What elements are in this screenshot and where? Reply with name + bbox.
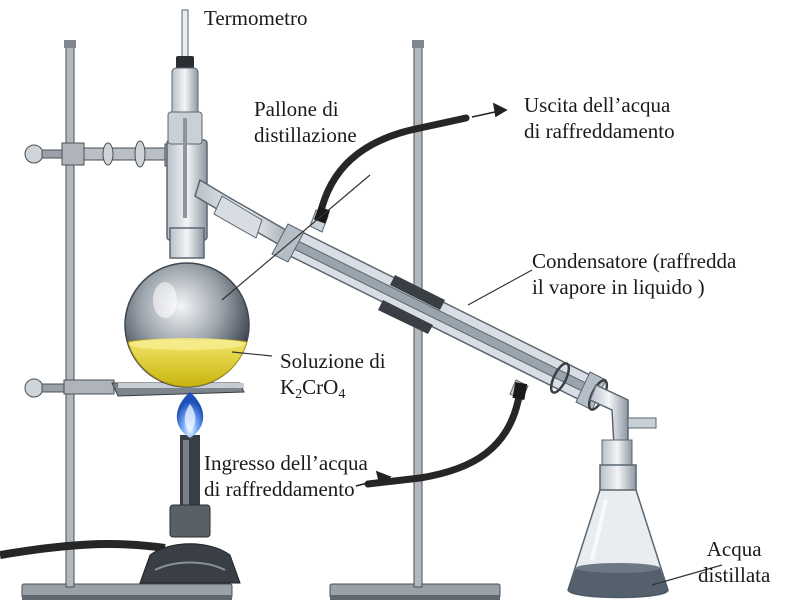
label-flask-line1: Pallone di [254, 97, 339, 121]
receiver-adapter [589, 383, 657, 471]
flow-arrows [355, 102, 508, 487]
label-water-in-line2: di raffreddamento [204, 477, 355, 501]
label-condenser-line2: il vapore in liquido ) [532, 275, 705, 299]
formula-k-subscript: 2 [295, 387, 303, 402]
label-water-out-line2: di raffreddamento [524, 119, 675, 143]
label-solution-formula: K2CrO4 [280, 374, 386, 402]
label-thermometer: Termometro [204, 5, 308, 31]
flame [176, 392, 204, 438]
label-water-inlet: Ingresso dell’acqua di raffreddamento [204, 450, 368, 502]
label-distillation-flask: Pallone di distillazione [254, 96, 357, 148]
distillation-flask [124, 139, 250, 388]
label-distilled-line1: Acqua [706, 537, 762, 561]
label-water-out-line1: Uscita dell’acqua [524, 93, 671, 117]
label-solution: Soluzione di K2CrO4 [280, 348, 386, 402]
label-water-outlet: Uscita dell’acqua di raffreddamento [524, 92, 675, 144]
leader-lines [221, 174, 723, 586]
label-solution-line1: Soluzione di [280, 349, 386, 373]
label-flask-line2: distillazione [254, 123, 357, 147]
label-condenser-line1: Condensatore (raffredda [532, 249, 737, 273]
left-ring-stand [21, 40, 233, 600]
label-condenser: Condensatore (raffredda il vapore in liq… [532, 248, 736, 300]
label-distilled-water: Acqua distillata [698, 536, 770, 588]
erlenmeyer-flask [567, 464, 669, 599]
label-water-in-line1: Ingresso dell’acqua [204, 451, 368, 475]
label-distilled-line2: distillata [698, 563, 771, 587]
bunsen-burner [0, 435, 241, 584]
upper-clamp [24, 140, 190, 168]
thermometer [167, 9, 203, 218]
formula-k: K [280, 375, 296, 399]
label-thermometer-text: Termometro [204, 6, 308, 30]
formula-cro: CrO [302, 375, 339, 399]
formula-o-subscript: 4 [338, 387, 346, 402]
